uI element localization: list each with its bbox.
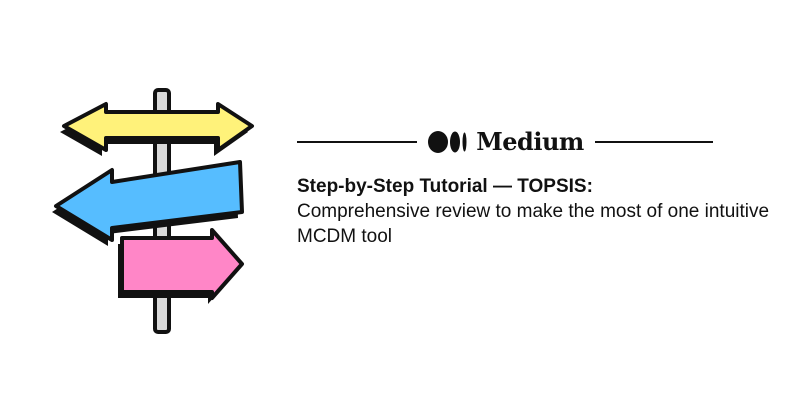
article-title-block: Step-by-Step Tutorial — TOPSIS: Comprehe… xyxy=(297,174,777,249)
divider-left xyxy=(297,141,417,143)
signpost-illustration xyxy=(52,88,254,334)
brand-row: Medium xyxy=(297,124,713,160)
medium-wordmark: Medium xyxy=(476,127,584,156)
article-subtitle: Comprehensive review to make the most of… xyxy=(297,201,770,247)
medium-logo-icon xyxy=(428,131,467,153)
medium-logo: Medium xyxy=(428,130,584,154)
sign-bottom-right-arrow xyxy=(118,228,244,304)
sign-top-double-arrow xyxy=(60,102,254,156)
divider-right xyxy=(594,141,713,143)
sign-middle-left-arrow xyxy=(52,160,244,246)
article-title: Step-by-Step Tutorial — TOPSIS: xyxy=(297,176,593,197)
